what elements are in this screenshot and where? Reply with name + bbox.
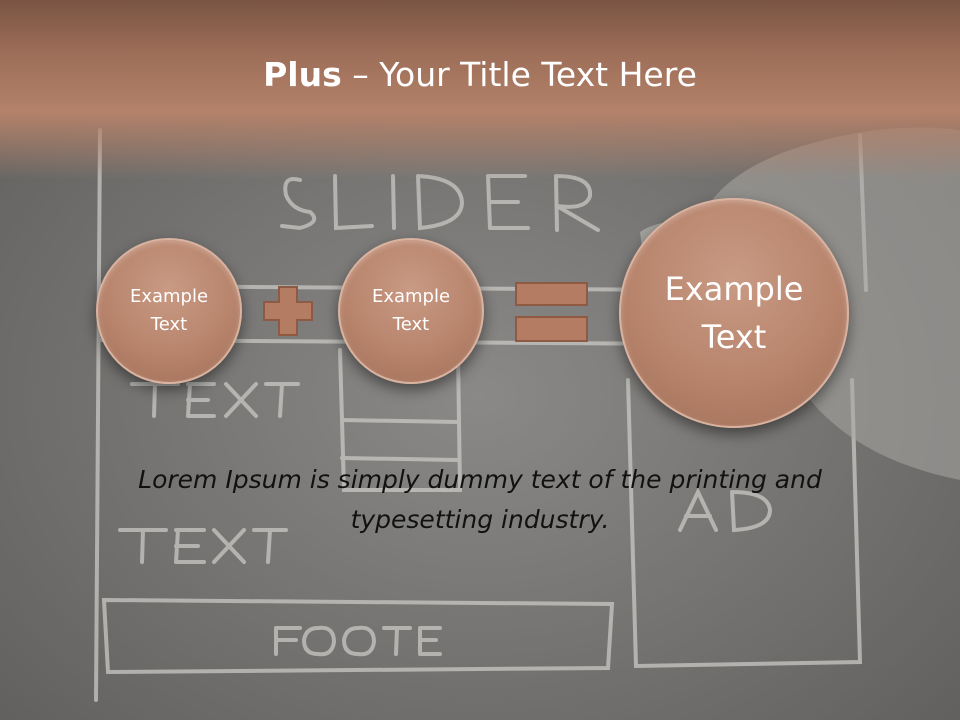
equals-icon [515,282,588,342]
equals-icon-bottom-bar [515,316,588,342]
equals-icon-top-bar [515,282,588,306]
title-band [0,0,960,180]
title-bold-part: Plus [263,55,342,94]
circle-first-operand-text: Example Text [129,286,209,335]
circle-result-text: Example Text [664,270,804,356]
circle-second-operand: Example Text [338,238,484,384]
title-rest-part: – Your Title Text Here [341,55,697,94]
circle-first-operand: Example Text [96,238,242,384]
circle-result: Example Text [619,198,849,428]
circle-second-operand-text: Example Text [371,286,451,335]
slide-title: Plus – Your Title Text Here [0,52,960,98]
body-text: Lorem Ipsum is simply dummy text of the … [138,465,822,534]
